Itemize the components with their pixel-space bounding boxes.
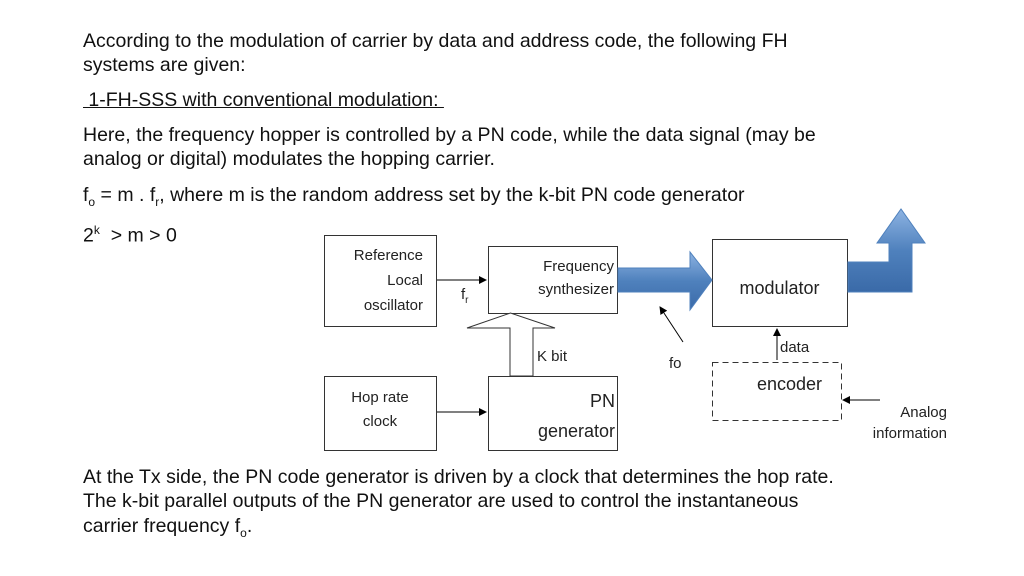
pn-generator-box xyxy=(488,376,618,451)
bottom-line-2: The k-bit parallel outputs of the PN gen… xyxy=(83,490,799,512)
analog-information-label: Analog information xyxy=(850,402,947,444)
clock-line-1: Hop rate xyxy=(351,389,409,406)
reference-oscillator-box xyxy=(324,235,437,327)
inequality: 2k > m > 0 xyxy=(83,218,177,248)
modulator-label: modulator xyxy=(739,278,820,298)
clock-line-2: clock xyxy=(362,413,398,430)
eq-rest: , where m is the random address set by t… xyxy=(159,184,745,206)
reference-oscillator-label: Reference Local oscillator xyxy=(330,243,423,318)
analog-line-2: information xyxy=(872,425,947,442)
kbit-label: K bit xyxy=(537,348,568,365)
fs-line-1: Frequency xyxy=(543,258,614,275)
pn-line-1: PN xyxy=(589,391,615,411)
output-blue-arrow xyxy=(847,208,926,293)
pn-generator-label: PN generator xyxy=(495,386,615,446)
eq-mid: = m . f xyxy=(95,184,156,206)
fr-f: f xyxy=(461,286,466,303)
intro-line-1: According to the modulation of carrier b… xyxy=(83,30,788,52)
bottom-line-1: At the Tx side, the PN code generator is… xyxy=(83,466,834,488)
bottom3-sub: o xyxy=(240,525,247,540)
bottom3-b: . xyxy=(246,515,253,537)
kbit-hollow-arrow xyxy=(466,312,556,377)
bottom3-a: carrier frequency f xyxy=(83,515,241,537)
equation: fo = m . fr, where m is the random addre… xyxy=(83,183,745,214)
data-label: data xyxy=(780,339,810,356)
ineq-base: 2 xyxy=(83,224,94,247)
para-line-2: analog or digital) modulates the hopping… xyxy=(83,148,495,170)
section-heading: 1-FH-SSS with conventional modulation: xyxy=(83,89,444,111)
fo-pointer-arrow xyxy=(659,306,684,343)
modulator-box xyxy=(712,239,848,327)
para-line-1: Here, the frequency hopper is controlled… xyxy=(83,124,816,146)
intro-line-2: systems are given: xyxy=(83,54,246,76)
fo-label: fo xyxy=(669,355,682,372)
fr-sub: r xyxy=(465,295,469,306)
encoder-box xyxy=(712,362,842,421)
fo-blue-arrow xyxy=(617,250,713,312)
ineq-rest: > m > 0 xyxy=(99,224,177,247)
fs-line-2: synthesizer xyxy=(538,281,614,298)
ref-line-2: Local xyxy=(387,272,423,289)
hop-rate-clock-label: Hop rate clock xyxy=(324,386,436,434)
frequency-synthesizer-label: Frequency synthesizer xyxy=(495,255,614,301)
eq-sub-o: o xyxy=(88,194,96,209)
ineq-sup: k xyxy=(93,223,100,237)
bottom-line-3: carrier frequency fo. xyxy=(83,514,252,545)
ref-line-3: oscillator xyxy=(363,297,423,314)
pn-line-2: generator xyxy=(537,421,615,441)
eq-f: f xyxy=(83,184,89,206)
eq-sub-r: r xyxy=(155,194,160,209)
hop-rate-clock-box xyxy=(324,376,437,451)
ref-line-1: Reference xyxy=(353,247,423,264)
analog-line-1: Analog xyxy=(900,404,947,421)
encoder-label: encoder xyxy=(756,374,823,394)
fr-label: fr xyxy=(461,286,469,306)
